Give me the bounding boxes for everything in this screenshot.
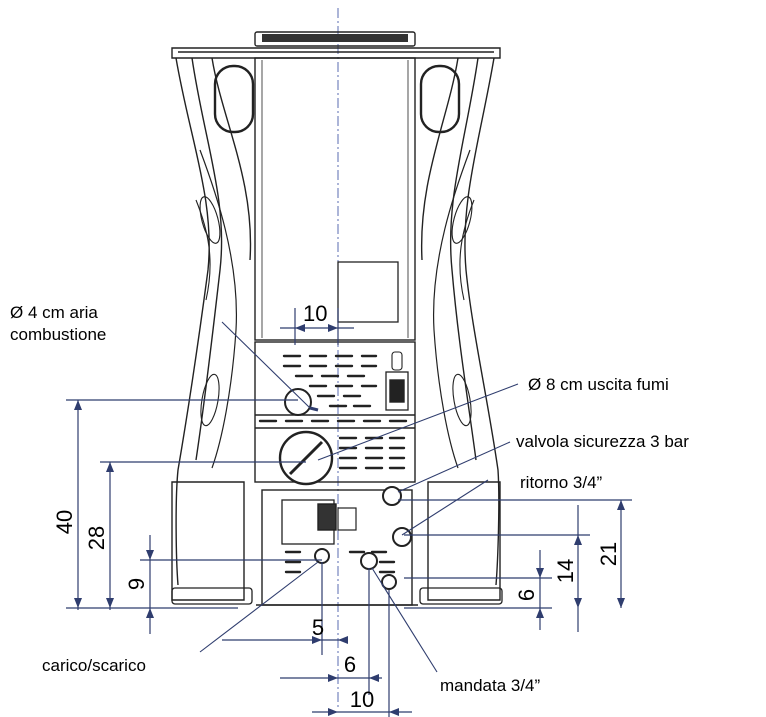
label-ritorno: ritorno 3/4” <box>520 473 603 492</box>
dim-28: 28 <box>84 526 109 550</box>
label-carico-scarico: carico/scarico <box>42 656 146 675</box>
dimension-arrows <box>74 324 625 716</box>
label-uscita-fumi: Ø 8 cm uscita fumi <box>528 375 669 394</box>
dim-21: 21 <box>596 542 621 566</box>
safety-valve-fitting <box>382 486 402 506</box>
dim-6-bottom: 6 <box>344 652 356 677</box>
combustion-air-inlet <box>284 388 312 416</box>
vent-slots-upper <box>258 354 408 423</box>
stove-body <box>171 31 503 606</box>
label-aria-combustione-1: Ø 4 cm aria <box>10 303 98 322</box>
dim-14: 14 <box>553 559 578 583</box>
lower-fitting <box>381 574 397 590</box>
dim-6-right: 6 <box>514 589 539 601</box>
dim-5: 5 <box>312 615 324 640</box>
label-aria-combustione-2: combustione <box>10 325 106 344</box>
label-mandata: mandata 3/4” <box>440 676 541 695</box>
label-valvola: valvola sicurezza 3 bar <box>516 432 689 451</box>
vent-slots-lower <box>284 436 406 574</box>
dim-top-width: 10 <box>303 301 327 326</box>
drain-fitting <box>314 548 330 564</box>
flow-fitting <box>360 552 378 570</box>
dim-9: 9 <box>124 578 149 590</box>
dim-40: 40 <box>52 510 77 534</box>
dim-10-bottom: 10 <box>350 687 374 712</box>
leader-lines <box>199 321 519 673</box>
